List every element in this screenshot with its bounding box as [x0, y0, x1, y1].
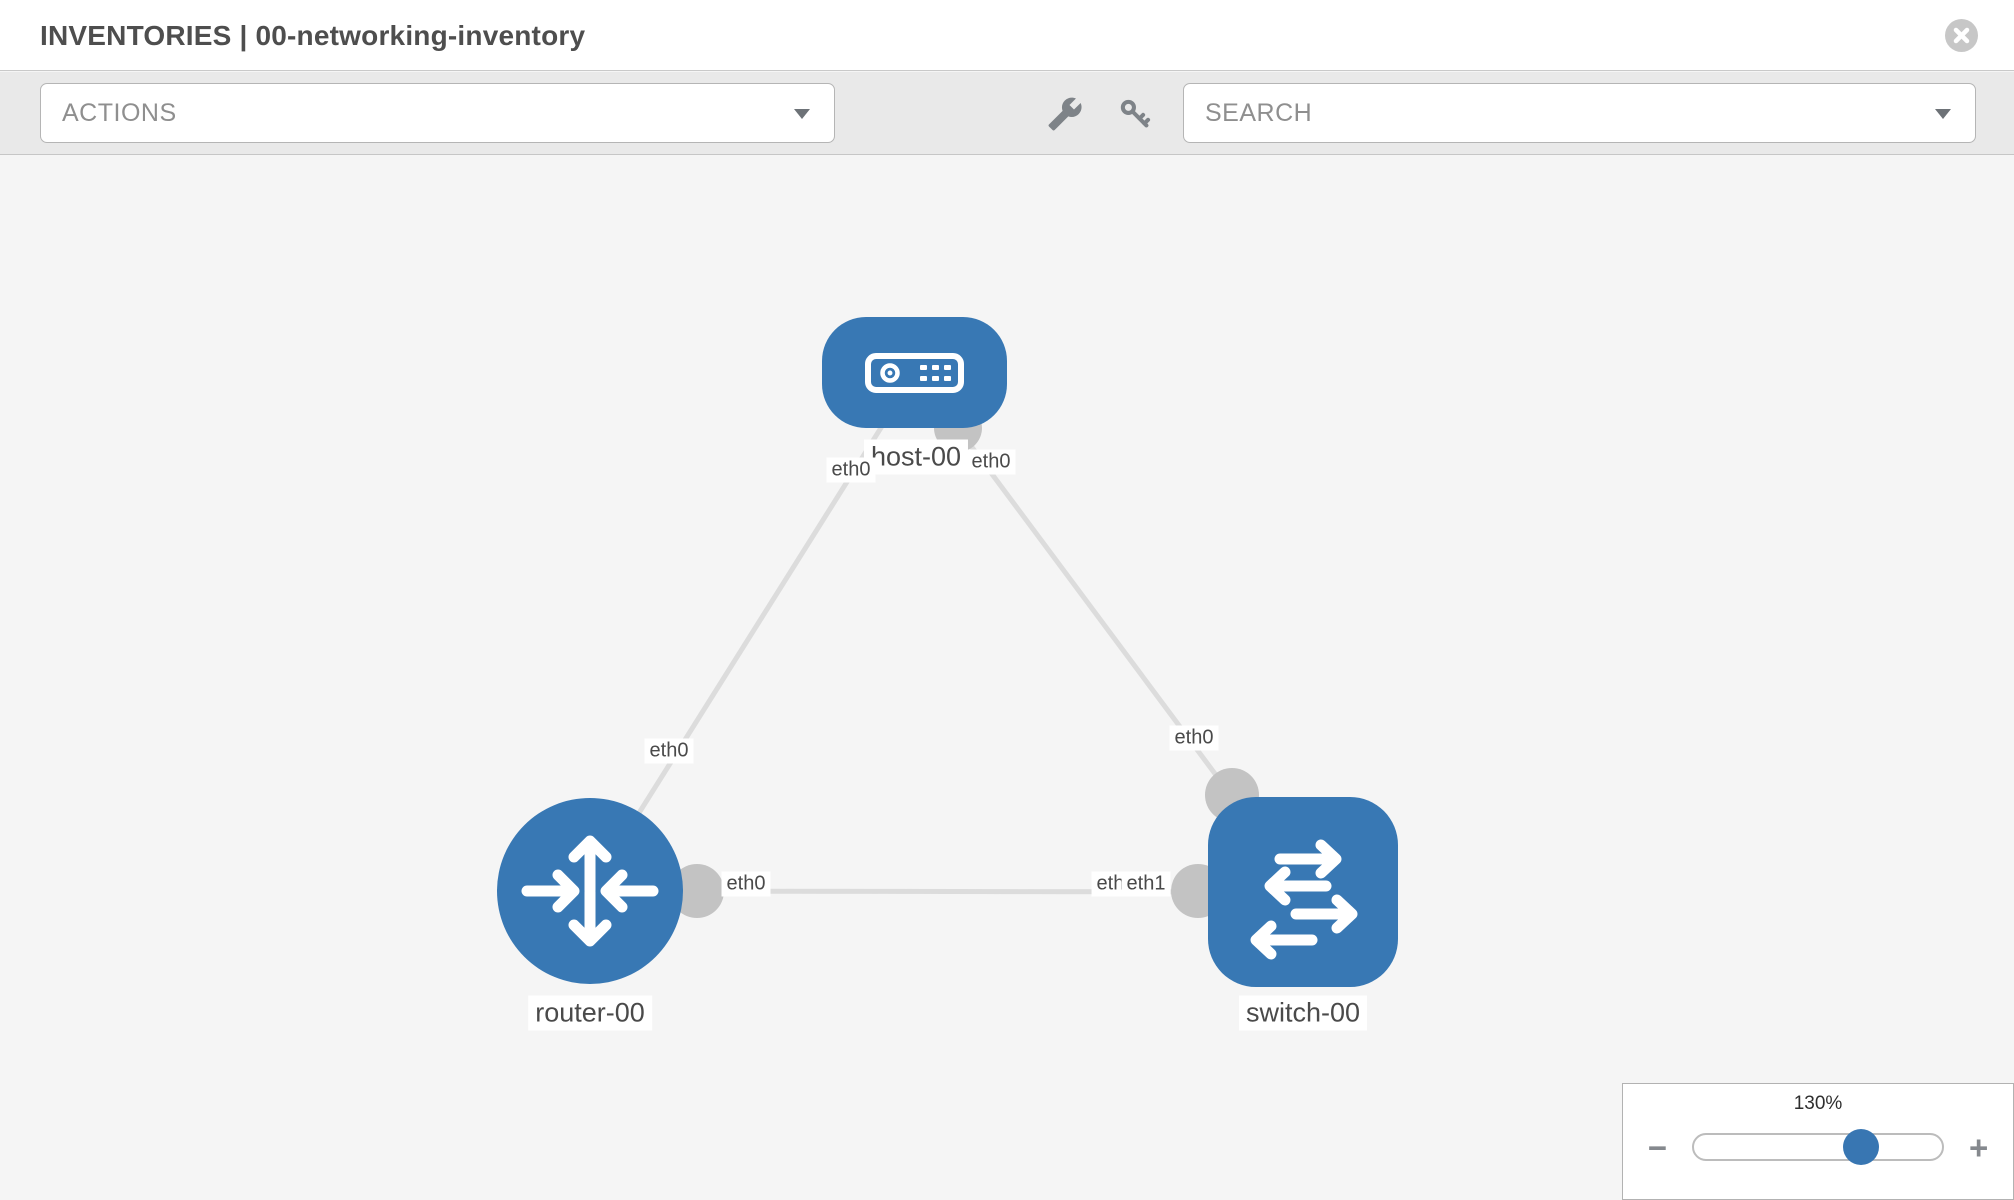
chevron-down-icon — [794, 109, 810, 119]
node-router-00[interactable] — [497, 798, 683, 984]
zoom-slider-track[interactable] — [1692, 1129, 1944, 1165]
zoom-slider-knob[interactable] — [1843, 1129, 1879, 1165]
zoom-value: 130% — [1793, 1093, 1843, 1114]
key-icon — [1120, 99, 1151, 128]
topology-canvas[interactable]: host-00 router-00 switch-00 eth0 eth0 et… — [0, 155, 2014, 1200]
node-label-router-00: router-00 — [528, 995, 652, 1031]
topology-links-layer — [587, 370, 1306, 918]
search-dropdown-label: SEARCH — [1205, 99, 1313, 127]
node-label-host-00: host-00 — [863, 439, 969, 475]
zoom-in-button[interactable]: + — [1969, 1128, 1989, 1166]
zoom-panel: 130% − + — [1622, 1083, 2014, 1200]
actions-dropdown-label: ACTIONS — [62, 99, 177, 127]
close-icon — [1953, 27, 1970, 44]
interface-label-host-eth0-to-switch: eth0 — [966, 449, 1016, 475]
interface-label-host-eth0-to-router: eth0 — [826, 457, 876, 483]
zoom-controls: − + — [1623, 1127, 2013, 1167]
node-switch-00[interactable] — [1208, 797, 1398, 987]
interface-connector-router — [670, 864, 724, 918]
node-label-switch-00: switch-00 — [1238, 995, 1368, 1031]
wrench-tool-button[interactable] — [1039, 88, 1091, 140]
zoom-out-button[interactable]: − — [1647, 1128, 1667, 1166]
wrench-icon — [1048, 97, 1082, 131]
close-button[interactable] — [1945, 19, 1978, 52]
interface-label-switch-eth1: eth1 — [1121, 871, 1171, 897]
host-icon — [865, 353, 964, 393]
switch-icon — [1250, 839, 1358, 960]
interface-label-router-eth0-to-host: eth0 — [644, 738, 694, 764]
page-title: INVENTORIES | 00-networking-inventory — [40, 20, 586, 51]
key-tool-button[interactable] — [1109, 88, 1161, 140]
node-host-00[interactable] — [822, 317, 1007, 428]
search-dropdown[interactable]: SEARCH — [1183, 83, 1976, 143]
chevron-down-icon — [1935, 109, 1951, 119]
actions-dropdown[interactable]: ACTIONS — [40, 83, 835, 143]
header: INVENTORIES | 00-networking-inventory — [0, 0, 2014, 71]
toolbar: ACTIONS SEARCH — [0, 72, 2014, 155]
interface-label-switch-eth0-to-host: eth0 — [1169, 725, 1219, 751]
router-icon — [521, 835, 659, 947]
interface-label-router-eth0-to-switch: eth0 — [721, 871, 771, 897]
